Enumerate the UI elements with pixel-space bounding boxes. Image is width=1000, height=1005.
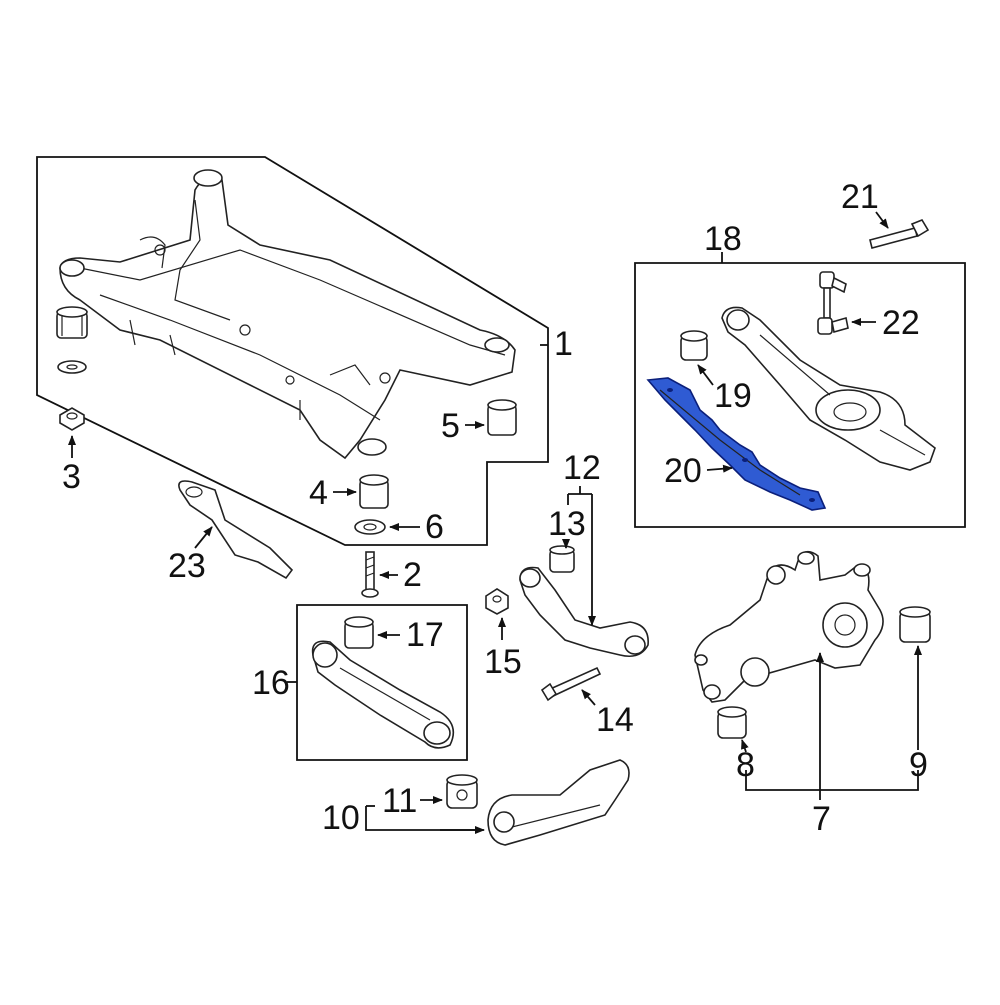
bushing-19 (680, 330, 708, 361)
callout-3: 3 (62, 458, 81, 496)
callout-10: 10 (322, 799, 360, 837)
washer-6 (354, 519, 386, 535)
bushing-4 (359, 474, 389, 509)
callout-2: 2 (403, 556, 422, 594)
callout-11: 11 (382, 782, 418, 820)
washer-left (57, 360, 87, 374)
bolt-14 (540, 666, 602, 702)
stabilizer-link-22 (817, 271, 849, 335)
callout-22: 22 (882, 304, 920, 342)
subframe (59, 169, 516, 460)
callout-13: 13 (548, 505, 586, 543)
bushing-17 (344, 616, 374, 649)
callout-1: 1 (554, 325, 573, 363)
bracket-23 (178, 480, 294, 580)
callout-5: 5 (441, 407, 460, 445)
upper-arm-12 (519, 566, 649, 658)
shield-20-highlighted (646, 377, 827, 511)
callout-21: 21 (841, 178, 879, 216)
callout-6: 6 (425, 508, 444, 546)
bushing-left (56, 306, 88, 339)
bushing-13 (549, 545, 575, 573)
callout-7: 7 (812, 800, 831, 838)
knuckle-7 (694, 550, 884, 703)
bolt-2 (361, 551, 379, 598)
callout-23: 23 (168, 547, 206, 585)
callout-19: 19 (714, 377, 752, 415)
callout-12: 12 (563, 449, 601, 487)
callout-9: 9 (909, 746, 928, 784)
callout-20: 20 (664, 452, 702, 490)
nut-15 (485, 588, 509, 615)
callout-17: 17 (406, 616, 444, 654)
callout-15: 15 (484, 643, 522, 681)
arm-16-group-outline (296, 604, 468, 761)
bushing-9 (899, 606, 931, 643)
trailing-arm-10 (487, 759, 630, 846)
nut-3 (59, 407, 85, 431)
callout-4: 4 (309, 474, 328, 512)
subframe-group-outline (36, 156, 549, 546)
lower-arm-16 (311, 640, 455, 749)
callout-14: 14 (596, 701, 634, 739)
callout-16: 16 (252, 664, 290, 702)
callout-18: 18 (704, 220, 742, 258)
bolt-21 (869, 219, 930, 249)
bushing-8 (717, 706, 747, 739)
control-arm-group-outline (634, 262, 966, 528)
callout-8: 8 (736, 746, 755, 784)
bushing-5 (487, 399, 517, 436)
bushing-11 (446, 774, 478, 809)
control-arm-18 (721, 306, 936, 471)
